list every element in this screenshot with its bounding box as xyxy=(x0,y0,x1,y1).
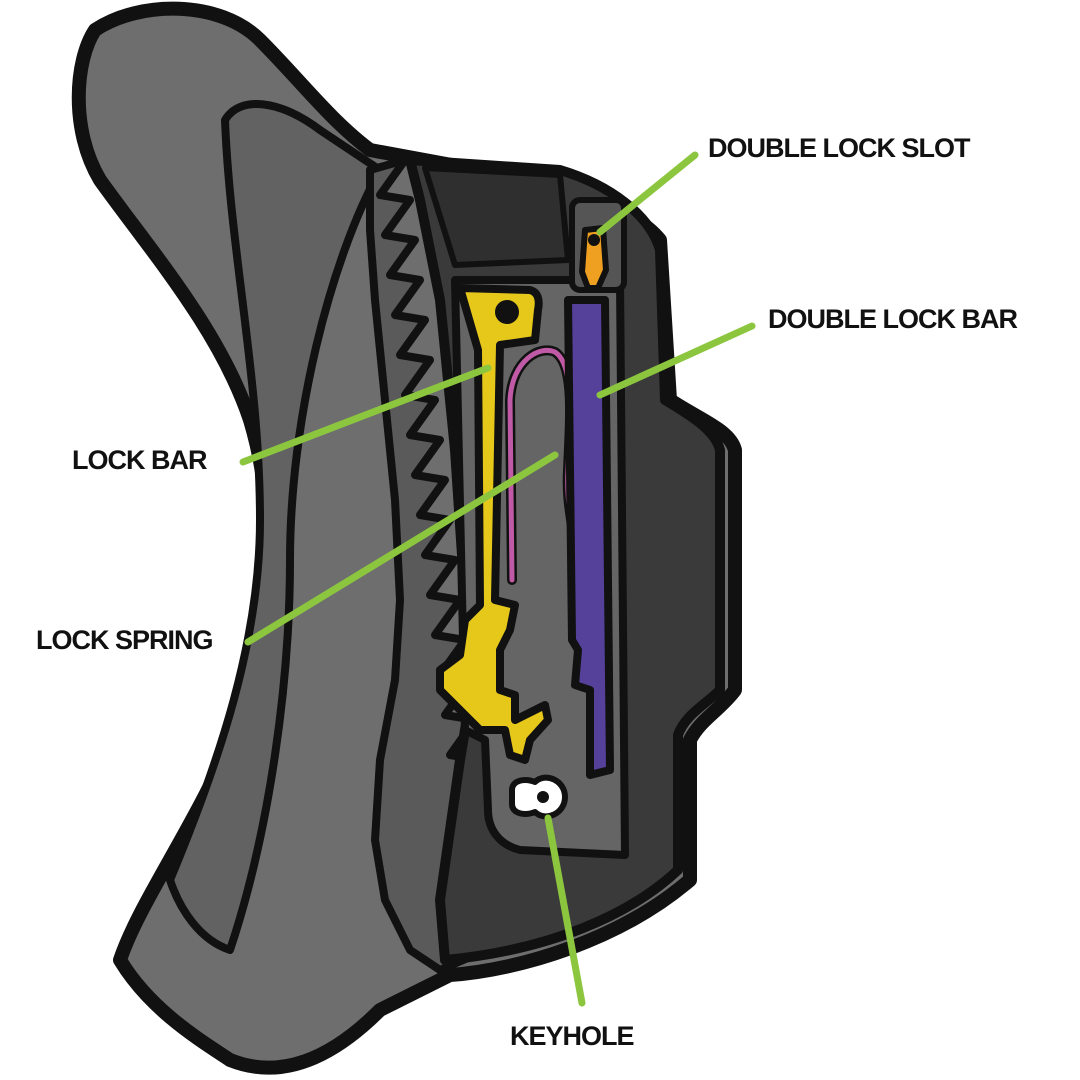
housing-top-panel xyxy=(422,165,571,268)
lock-bar xyxy=(436,284,552,764)
label-lock-bar: LOCK BAR xyxy=(72,445,207,475)
leader-double-lock-bar xyxy=(596,322,756,399)
label-double-lock-slot: DOUBLE LOCK SLOT xyxy=(708,133,970,163)
double-lock-slot-hole xyxy=(588,234,600,246)
lock-bar-pivot-hole xyxy=(495,300,519,324)
keyhole-icon xyxy=(509,774,568,820)
leader-keyhole xyxy=(544,814,586,1007)
double-lock-bar xyxy=(564,296,614,779)
leader-double-lock-slot xyxy=(596,151,699,236)
label-double-lock-bar: DOUBLE LOCK BAR xyxy=(768,304,1018,334)
leader-lock-bar xyxy=(239,364,492,466)
label-lock-spring: LOCK SPRING xyxy=(36,625,214,655)
cuff-arm-groove xyxy=(166,100,384,954)
label-keyhole: KEYHOLE xyxy=(510,1021,635,1051)
leader-lock-spring xyxy=(244,451,559,646)
